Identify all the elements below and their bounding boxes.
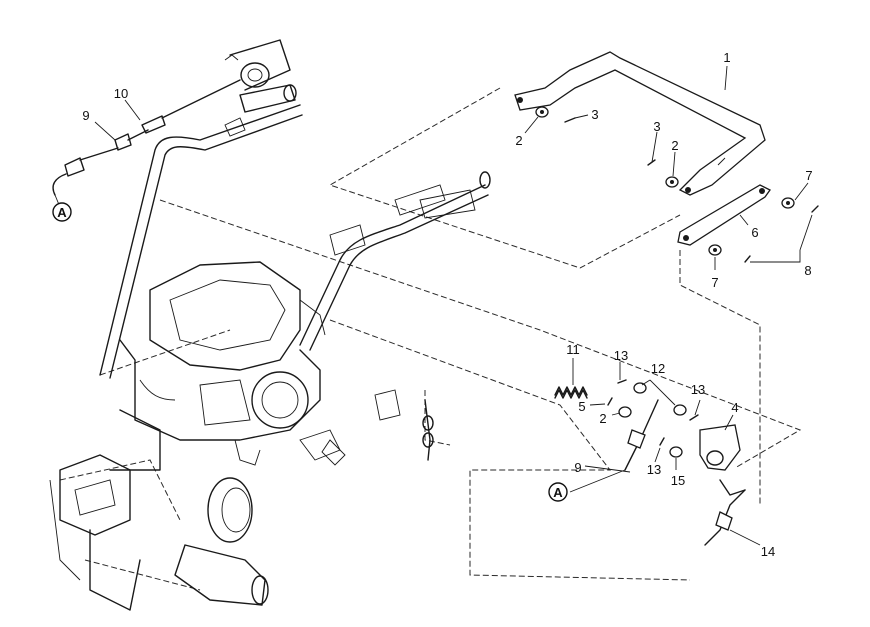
callout-7: 7: [711, 275, 718, 290]
callout-10: 10: [114, 86, 128, 101]
callout-13: 13: [691, 382, 705, 397]
callout-3: 3: [653, 119, 660, 134]
callout-8: 8: [804, 263, 811, 278]
callout-2: 2: [671, 138, 678, 153]
link-plate-part-6: [677, 184, 771, 246]
bracket-part-1: [514, 51, 766, 196]
reference-label: A: [553, 485, 563, 500]
callout-3: 3: [591, 107, 598, 122]
callout-9: 9: [574, 460, 581, 475]
callout-13: 13: [647, 462, 661, 477]
reference-marker-a-bottom: A: [548, 482, 568, 502]
callout-11: 11: [566, 342, 580, 357]
callout-14: 14: [761, 544, 775, 559]
callout-2: 2: [515, 133, 522, 148]
callout-15: 15: [671, 473, 685, 488]
callout-12: 12: [651, 361, 665, 376]
cross-tube: [299, 171, 491, 351]
callout-7: 7: [805, 168, 812, 183]
callout-labels: 1 2 3 3 2 7 6 8 7 10 9 11 13 12 13 5 2 4…: [82, 50, 812, 559]
callout-5: 5: [578, 399, 585, 414]
lever-assembly-right: [374, 379, 746, 546]
control-rod: [99, 84, 303, 379]
callout-2: 2: [599, 411, 606, 426]
callout-13: 13: [614, 348, 628, 363]
callout-4: 4: [731, 400, 738, 415]
machine-body: [49, 261, 346, 611]
callout-9: 9: [82, 108, 89, 123]
cable-assembly-top: [52, 39, 291, 196]
callout-1: 1: [723, 50, 730, 65]
assembly-guide-lines: [59, 87, 802, 591]
hardware-top-right: [535, 106, 819, 263]
reference-marker-a-top: A: [52, 202, 72, 222]
callout-6: 6: [751, 225, 758, 240]
reference-label: A: [57, 205, 67, 220]
